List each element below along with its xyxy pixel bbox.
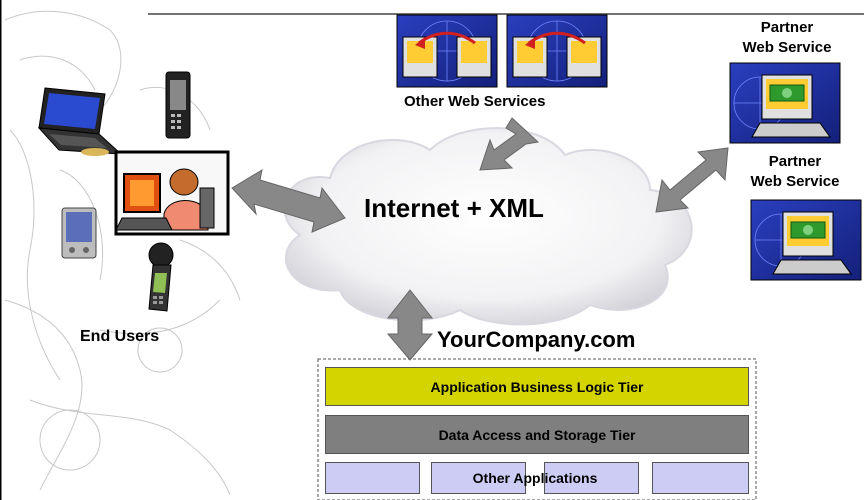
partner-web-service-label-top: Partner Web Service xyxy=(712,18,862,58)
other-app-box-1 xyxy=(325,462,420,494)
arrows xyxy=(231,117,729,361)
partner-top-line1: Partner xyxy=(760,19,814,36)
flip-phone-icon xyxy=(148,242,174,312)
end-users-label: End Users xyxy=(80,328,160,345)
partner-web-service-label-mid: Partner Web Service xyxy=(726,152,864,192)
other-applications-label: Other Applications xyxy=(472,470,598,486)
other-app-box-3 xyxy=(544,462,639,494)
partner-service-icon xyxy=(750,199,862,281)
company-label: YourCompany.com xyxy=(437,327,636,352)
web-service-icon xyxy=(506,14,608,88)
internet-xml-label: Internet + XML xyxy=(364,193,544,223)
other-web-services-label: Other Web Services xyxy=(404,93,546,110)
arrow-internet-web-services xyxy=(479,117,540,171)
data-access-tier: Data Access and Storage Tier xyxy=(325,415,749,454)
cell-phone-icon xyxy=(165,71,191,139)
other-app-box-4 xyxy=(652,462,749,494)
cloud-icon xyxy=(283,127,693,326)
company-container xyxy=(317,358,757,500)
background-sketch xyxy=(4,10,241,496)
arrow-internet-company xyxy=(386,289,434,361)
partner-top-line2: Web Service xyxy=(742,39,832,56)
other-app-box-2 xyxy=(431,462,526,494)
business-logic-tier: Application Business Logic Tier xyxy=(325,367,749,406)
laptop-icon xyxy=(37,87,123,156)
arrow-users-internet xyxy=(231,168,346,233)
web-service-icon xyxy=(396,14,498,88)
user-at-computer-icon xyxy=(114,150,230,236)
pda-icon xyxy=(61,207,97,259)
partner-mid-line1: Partner xyxy=(768,153,822,170)
arrow-internet-partner xyxy=(655,147,729,213)
partner-service-icon xyxy=(729,62,841,144)
partner-mid-line2: Web Service xyxy=(750,173,840,190)
